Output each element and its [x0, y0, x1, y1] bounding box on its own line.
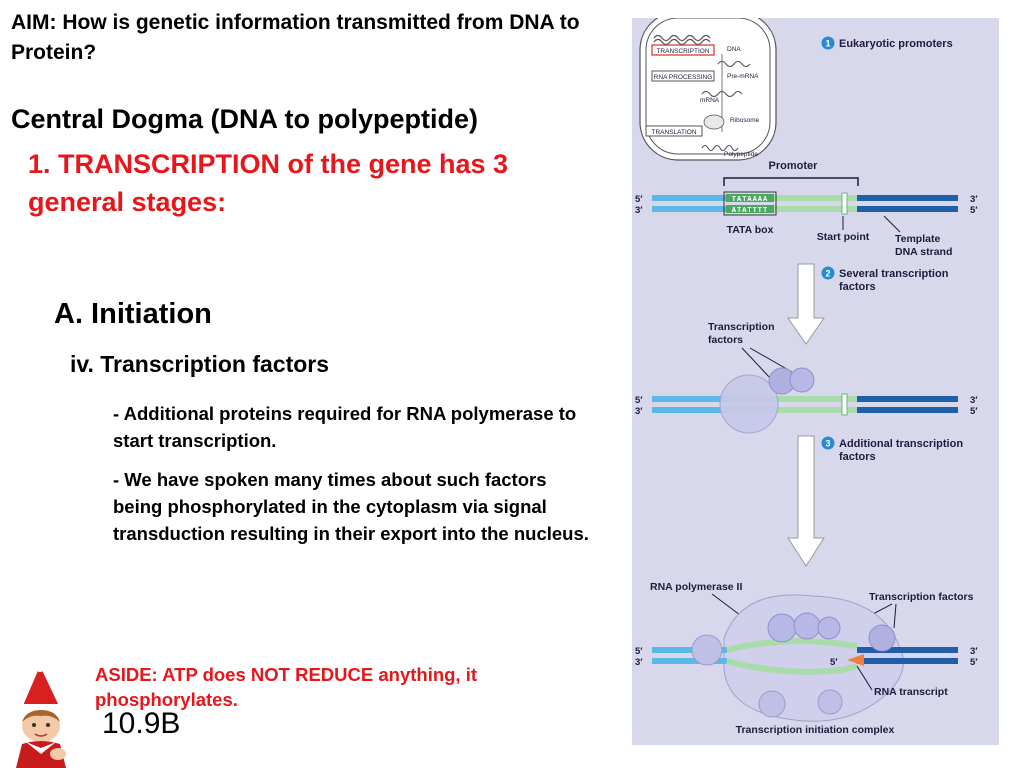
down-arrow-1: [787, 263, 825, 345]
tata-sequence-bottom: ATATTTT: [732, 207, 768, 215]
bullet-additional-proteins: - Additional proteins required for RNA p…: [113, 403, 577, 451]
overview-dna-label: DNA: [727, 46, 741, 53]
overview-ribosome-label: Ribosome: [730, 117, 760, 124]
overview-transcription-label: TRANSCRIPTION: [656, 48, 709, 55]
tf-label-2: factors: [708, 334, 743, 346]
overview-rna-processing-label: RNA PROCESSING: [654, 74, 713, 81]
tf-full-label: Transcription factors: [869, 591, 974, 603]
aside-note: ASIDE: ATP does NOT REDUCE anything, it …: [95, 664, 478, 710]
three-prime-bottom-3: 3′: [635, 657, 643, 668]
transcription-factor-small-2: [789, 367, 815, 393]
tf-label-1: Transcription: [708, 321, 775, 333]
step-3-label-2: factors: [839, 451, 876, 463]
step-2-label-1: Several transcription: [839, 268, 949, 280]
central-dogma-heading: Central Dogma (DNA to polypeptide): [11, 104, 479, 134]
five-prime-bottom-2: 5′: [970, 406, 978, 417]
three-prime-top-1: 3′: [970, 194, 978, 205]
step-2-badge: [821, 266, 835, 280]
step-1-number: 1: [825, 39, 830, 49]
step-2-number: 2: [825, 269, 830, 279]
step-3-label-1: Additional transcription: [839, 438, 963, 450]
template-label-2: DNA strand: [895, 246, 952, 258]
bullet-phosphorylation: - We have spoken many times about such f…: [113, 469, 589, 544]
step-1-badge: [821, 36, 835, 50]
transcription-heading: 1. TRANSCRIPTION of the gene has 3 gener…: [28, 149, 509, 217]
five-prime-top-1: 5′: [635, 194, 643, 205]
step-1-label: Eukaryotic promoters: [839, 38, 953, 50]
overview-pre-mrna-label: Pre-mRNA: [727, 73, 759, 80]
step-3-badge: [821, 436, 835, 450]
dna-strand-with-factors: [652, 367, 958, 434]
initiation-complex: [652, 594, 958, 722]
overview-translation-label: TRANSLATION: [651, 129, 696, 136]
elf-illustration: [16, 664, 66, 768]
central-dogma-overview-diagram: TRANSCRIPTION DNA RNA PROCESSING Pre-mRN…: [639, 18, 777, 161]
five-prime-top-3: 5′: [635, 646, 643, 657]
tata-sequence-top: TATAAAA: [732, 196, 768, 204]
rna-transcript-label: RNA transcript: [874, 686, 948, 698]
start-point-label: Start point: [817, 231, 870, 243]
three-prime-bottom-2: 3′: [635, 406, 643, 417]
promoter-label: Promoter: [769, 160, 819, 172]
transcription-factors-heading: iv. Transcription factors: [70, 351, 330, 377]
transcription-initiation-diagram: TRANSCRIPTION DNA RNA PROCESSING Pre-mRN…: [632, 18, 999, 745]
template-label-1: Template: [895, 233, 940, 245]
step-3-number: 3: [825, 439, 830, 449]
rna-transcript-start: [847, 654, 864, 666]
step-2-label-2: factors: [839, 281, 876, 293]
overview-polypeptide-label: Polypeptide: [724, 151, 758, 158]
five-prime-rna: 5′: [830, 657, 838, 668]
three-prime-top-2: 3′: [970, 395, 978, 406]
complex-caption: Transcription initiation complex: [736, 724, 895, 736]
overview-mrna-label: mRNA: [700, 97, 720, 104]
three-prime-bottom-1: 3′: [635, 205, 643, 216]
standard-code: 10.9B: [102, 707, 181, 740]
dna-strand-initial: [652, 191, 958, 216]
promoter-bracket: [723, 177, 859, 186]
down-arrow-2: [787, 435, 825, 567]
three-prime-top-3: 3′: [970, 646, 978, 657]
aim-heading: AIM: How is genetic information transmit…: [11, 11, 580, 64]
transcription-factor-large: [719, 374, 779, 434]
rna-polymerase-label: RNA polymerase II: [650, 581, 742, 593]
tata-box-label: TATA box: [727, 224, 774, 236]
initiation-heading: A. Initiation: [54, 298, 212, 330]
five-prime-top-2: 5′: [635, 395, 643, 406]
five-prime-bottom-3: 5′: [970, 657, 978, 668]
five-prime-bottom-1: 5′: [970, 205, 978, 216]
